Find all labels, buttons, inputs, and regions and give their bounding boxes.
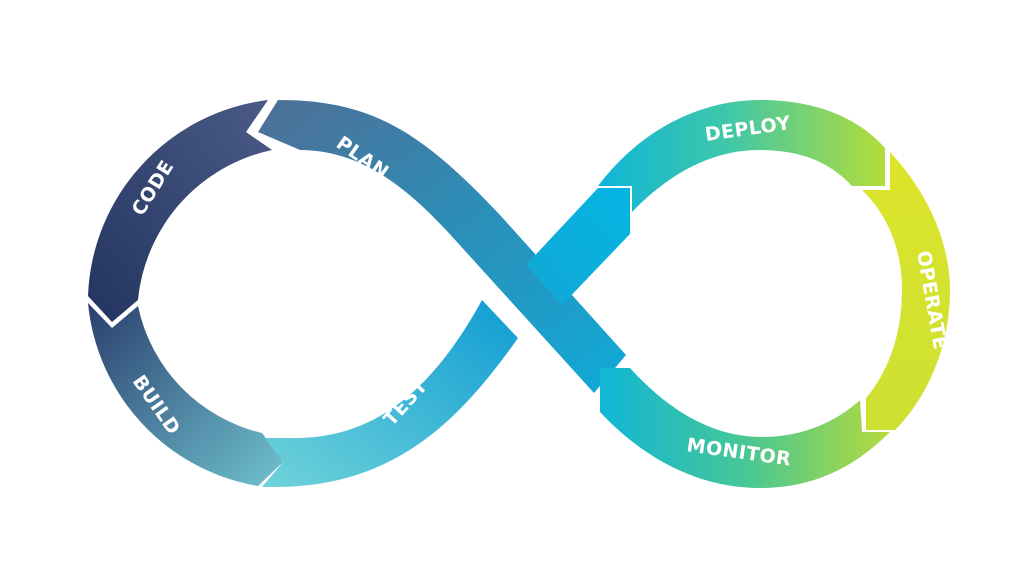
- segment-monitor: [600, 368, 890, 488]
- segment-operate: [862, 152, 950, 430]
- segment-code: [88, 100, 272, 322]
- segment-test: [262, 300, 518, 487]
- segment-deploy: [598, 100, 885, 212]
- segment-plan: [258, 100, 626, 393]
- segment-build: [88, 303, 283, 486]
- segment-cross: [526, 188, 630, 305]
